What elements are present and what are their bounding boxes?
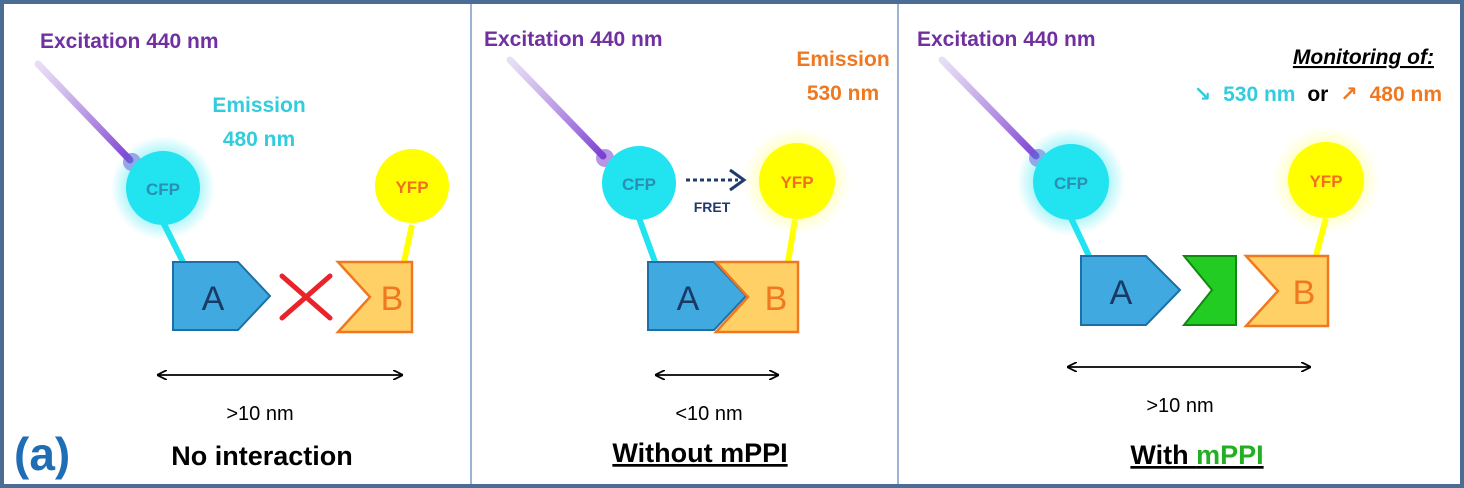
panel-caption: With mPPI: [1130, 440, 1263, 470]
monitor-down-arrow: ↘: [1194, 83, 1212, 106]
mppi-molecule: [1181, 255, 1237, 326]
panel-with-mppi: Excitation 440 nm Monitoring of: ↘ 530 n…: [917, 28, 1442, 470]
excitation-beam: [938, 56, 1040, 160]
protein-b-shape: [713, 260, 800, 334]
panel-no-interaction: Excitation 440 nm Emission 480 nm CFP YF…: [14, 30, 449, 480]
yfp-label: YFP: [395, 178, 428, 197]
cross-mark: [279, 273, 333, 321]
panel-caption: No interaction: [171, 441, 353, 471]
yfp-fluorophore: [759, 143, 835, 219]
protein-a-label: A: [1110, 274, 1133, 312]
cfp-label: CFP: [146, 180, 180, 199]
monitor-up-value: 480 nm: [1370, 83, 1442, 106]
emission-label-line2: 530 nm: [807, 82, 879, 105]
panel-without-mppi: Excitation 440 nm Emission 530 nm CFP FR…: [484, 28, 890, 468]
protein-b-label: B: [1293, 274, 1316, 312]
excitation-label: Excitation 440 nm: [484, 28, 663, 51]
yfp-label: YFP: [780, 173, 813, 192]
figure-label: (a): [14, 428, 70, 480]
excitation-beam: [506, 56, 607, 160]
distance-label: <10 nm: [675, 403, 742, 425]
distance-label: >10 nm: [226, 403, 293, 425]
excitation-label: Excitation 440 nm: [917, 28, 1096, 51]
excitation-label: Excitation 440 nm: [40, 30, 219, 53]
cfp-label: CFP: [1054, 174, 1088, 193]
cfp-linker: [636, 216, 658, 264]
yfp-label: YFP: [1309, 172, 1342, 191]
yfp-fluorophore: [1288, 142, 1364, 218]
monitor-or: or: [1307, 83, 1328, 106]
yfp-linker: [401, 224, 415, 263]
cfp-fluorophore: [126, 151, 200, 225]
caption-prefix: With: [1130, 440, 1196, 470]
protein-a-shape: [172, 261, 272, 331]
emission-label-line2: 480 nm: [223, 128, 295, 151]
protein-a-label: A: [677, 280, 700, 318]
monitor-up-arrow: ↗: [1340, 83, 1358, 106]
panel-caption: Without mPPI: [612, 438, 787, 468]
monitoring-title: Monitoring of:: [1293, 46, 1434, 69]
excitation-beam: [34, 60, 134, 164]
cfp-fluorophore: [1033, 144, 1109, 220]
monitoring-line: ↘ 530 nm or ↗ 480 nm: [1194, 83, 1442, 106]
emission-label-line1: Emission: [796, 48, 889, 71]
emission-label-line1: Emission: [212, 94, 305, 117]
cfp-label: CFP: [622, 175, 656, 194]
protein-b-label: B: [381, 280, 404, 318]
cfp-fluorophore: [602, 146, 676, 220]
monitor-down-value: 530 nm: [1223, 83, 1295, 106]
protein-a-label: A: [202, 280, 225, 318]
distance-label: >10 nm: [1146, 395, 1213, 417]
protein-b-label: B: [765, 280, 788, 318]
yfp-fluorophore: [375, 149, 449, 223]
protein-b-shape: [335, 260, 414, 334]
protein-a-shape: [1080, 255, 1182, 326]
protein-a-shape: [647, 261, 748, 331]
fret-label: FRET: [694, 199, 731, 215]
protein-b-shape: [1243, 254, 1330, 328]
caption-highlight: mPPI: [1196, 440, 1264, 470]
